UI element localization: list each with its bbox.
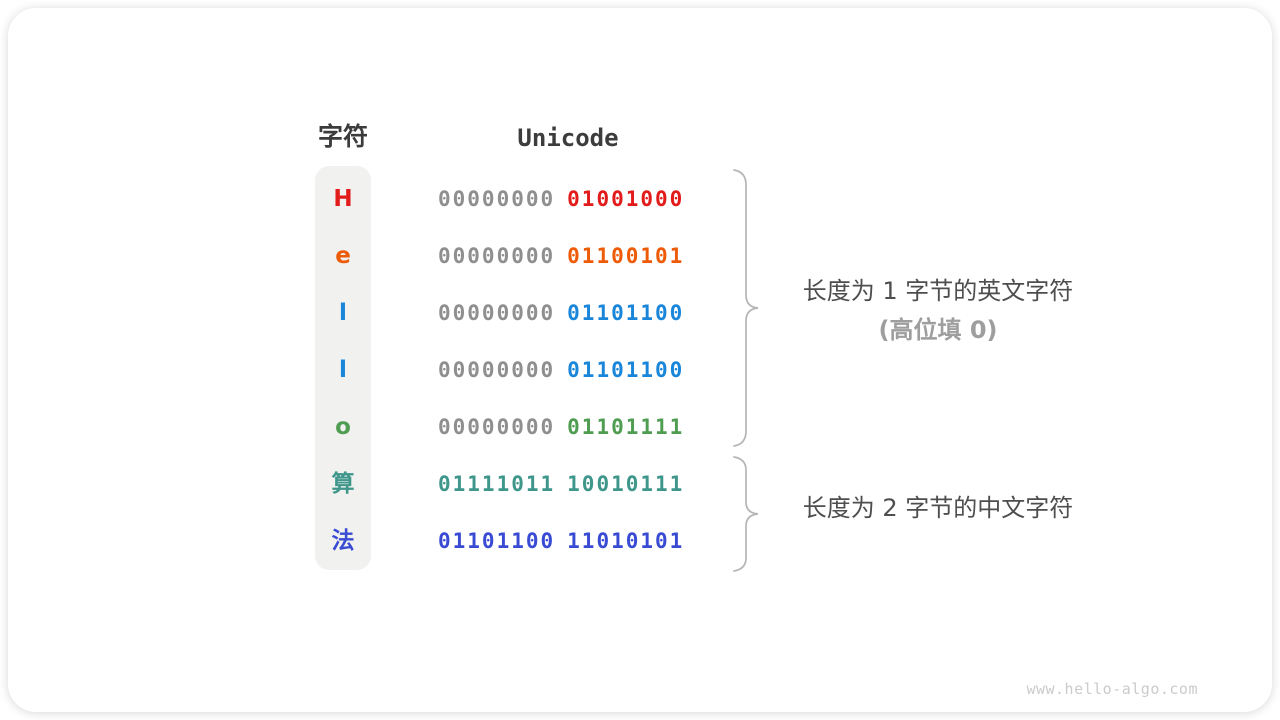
annotation-chinese-chars: 长度为 2 字节的中文字符 xyxy=(764,489,1112,528)
table-row: l 00000000 01101100 xyxy=(8,342,1272,399)
byte-value: 01101100 xyxy=(567,358,685,382)
unicode-binary-cell: 01111011 10010111 xyxy=(438,456,684,513)
char-cell: 算 xyxy=(331,471,355,497)
unicode-binary-cell: 00000000 01101100 xyxy=(438,285,684,342)
annotation-chinese-line1: 长度为 2 字节的中文字符 xyxy=(802,494,1074,522)
annotation-english-line2: (高位填 0) xyxy=(878,316,998,344)
byte-value: 11010101 xyxy=(567,529,685,553)
byte-value: 01101100 xyxy=(567,301,685,325)
byte-value: 00000000 xyxy=(438,415,556,439)
byte-value: 01101100 xyxy=(438,529,556,553)
byte-value: 01101111 xyxy=(567,415,685,439)
column-header-char: 字符 xyxy=(317,122,368,151)
table-row: H 00000000 01001000 xyxy=(8,171,1272,228)
annotation-english-line1: 长度为 1 字节的英文字符 xyxy=(802,277,1074,305)
char-cell: l xyxy=(339,357,347,383)
byte-value: 01001000 xyxy=(567,187,685,211)
byte-value: 00000000 xyxy=(438,187,556,211)
byte-value: 01100101 xyxy=(567,244,685,268)
unicode-binary-cell: 00000000 01100101 xyxy=(438,228,684,285)
unicode-binary-cell: 00000000 01101111 xyxy=(438,399,684,456)
char-cell: o xyxy=(335,414,351,440)
unicode-binary-cell: 00000000 01001000 xyxy=(438,171,684,228)
table-row: e 00000000 01100101 xyxy=(8,228,1272,285)
byte-value: 00000000 xyxy=(438,358,556,382)
byte-value: 10010111 xyxy=(567,472,685,496)
brace-chinese-group xyxy=(732,455,762,573)
table-row: 法 01101100 11010101 xyxy=(8,513,1272,570)
char-column-background xyxy=(315,166,371,570)
table-row: l 00000000 01101100 xyxy=(8,285,1272,342)
annotation-english-chars: 长度为 1 字节的英文字符 (高位填 0) xyxy=(764,272,1112,350)
byte-value: 00000000 xyxy=(438,244,556,268)
char-cell: 法 xyxy=(331,528,355,554)
watermark: www.hello-algo.com xyxy=(1026,680,1198,698)
table-row: 算 01111011 10010111 xyxy=(8,456,1272,513)
char-cell: e xyxy=(335,243,351,269)
brace-english-group xyxy=(732,168,762,448)
table-row: o 00000000 01101111 xyxy=(8,399,1272,456)
byte-value: 01111011 xyxy=(438,472,556,496)
char-cell: H xyxy=(333,186,353,212)
unicode-binary-cell: 01101100 11010101 xyxy=(438,513,684,570)
figure-card: 字符 Unicode H 00000000 01001000 e 00000000 011… xyxy=(8,8,1272,712)
byte-value: 00000000 xyxy=(438,301,556,325)
unicode-binary-cell: 00000000 01101100 xyxy=(438,342,684,399)
column-header-unicode: Unicode xyxy=(517,124,619,152)
char-cell: l xyxy=(339,300,347,326)
